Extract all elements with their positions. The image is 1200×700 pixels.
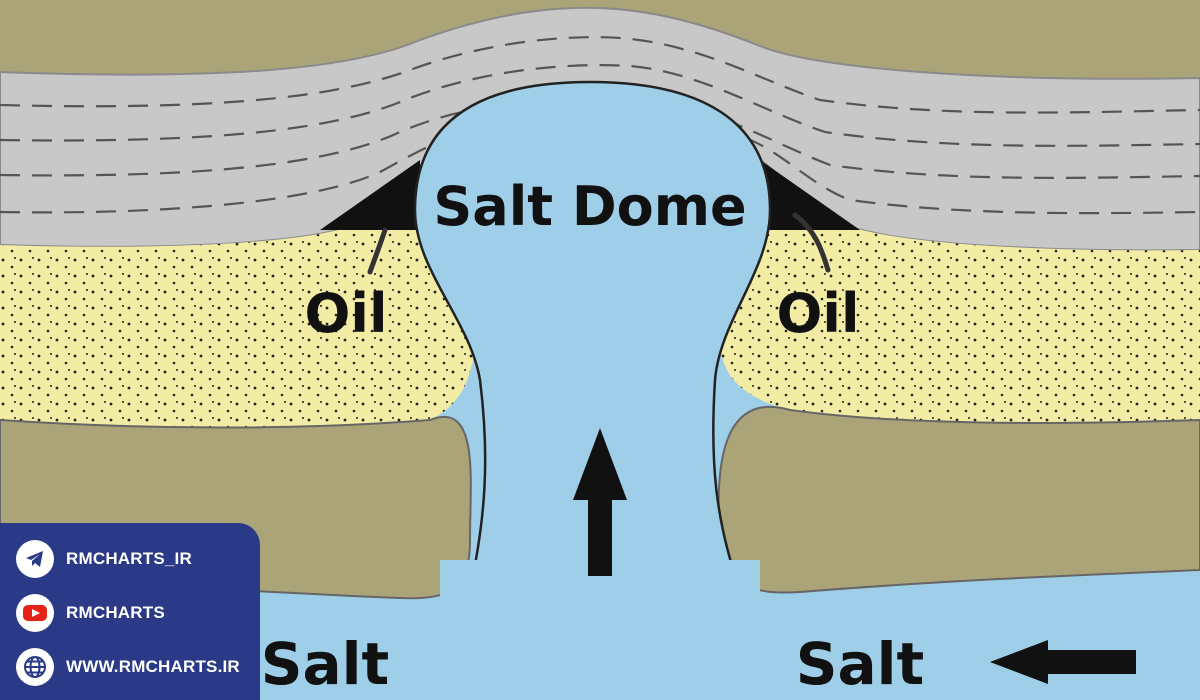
telegram-handle: RMCHARTS_IR (66, 549, 192, 568)
left-arrow (990, 640, 1136, 684)
salt-label-left: Salt (261, 630, 390, 698)
oil-trap-right (760, 160, 860, 230)
sandstone-dots-right (719, 225, 1200, 423)
oil-trap-left (320, 160, 420, 230)
top-shale-layer (0, 0, 1200, 79)
oil-leader-left (367, 227, 388, 275)
youtube-handle: RMCHARTS (66, 603, 165, 622)
lower-shale-right (717, 406, 1200, 594)
telegram-icon (16, 540, 54, 578)
youtube-icon (16, 594, 54, 632)
oil-label-left: Oil (305, 282, 388, 345)
social-badge: RMCHARTS_IR RMCHARTS WWW.RMCHARTS.IR (0, 523, 260, 700)
sandstone-dots-left (0, 225, 480, 428)
salt-dome (413, 80, 772, 592)
salt-label-right: Salt (796, 630, 925, 698)
youtube-link[interactable]: RMCHARTS (16, 593, 165, 633)
oil-leader-right (792, 212, 831, 273)
website-url: WWW.RMCHARTS.IR (66, 657, 240, 676)
oil-label-right: Oil (777, 282, 860, 345)
globe-icon (16, 648, 54, 686)
upward-arrow (573, 428, 627, 576)
telegram-link[interactable]: RMCHARTS_IR (16, 539, 192, 579)
website-link[interactable]: WWW.RMCHARTS.IR (16, 647, 240, 687)
salt-dome-label: Salt Dome (433, 175, 746, 238)
